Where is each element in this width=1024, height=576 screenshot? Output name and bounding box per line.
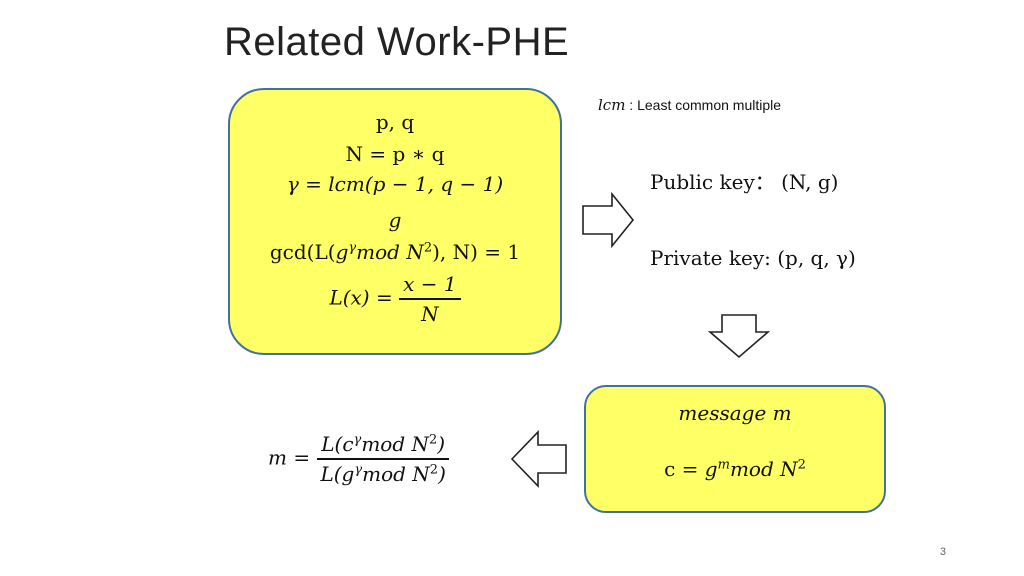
den-exponent-2: 2 <box>429 462 439 478</box>
num-exponent: γ <box>353 432 362 448</box>
encryption-box: message m c = gmmod N2 <box>584 385 886 513</box>
decryption-formula: m = L(cγmod N2) L(gγmod N2) <box>268 432 450 486</box>
setup-line-lx: L(x) = x − 1 N <box>230 272 560 326</box>
page-number: 3 <box>939 546 946 558</box>
key-setup-box: p, q N = p ∗ q γ = lcm(p − 1, q − 1) g g… <box>228 88 562 355</box>
cipher-line: c = gmmod N2 <box>586 457 884 481</box>
gcd-suffix: ), N) = 1 <box>432 240 521 264</box>
setup-line-gcd: gcd(L(gγmod N2), N) = 1 <box>230 240 560 264</box>
lx-fraction: x − 1 N <box>399 272 461 326</box>
cipher-g: g <box>704 457 718 481</box>
right-arrow-icon <box>582 191 635 249</box>
decrypt-numerator: L(cγmod N2) <box>317 432 450 460</box>
setup-line-n: N = p ∗ q <box>345 142 445 166</box>
lx-numerator: x − 1 <box>399 272 461 300</box>
lcm-description: : Least common multiple <box>625 97 782 113</box>
left-arrow-icon <box>510 430 567 488</box>
num-mod: mod N <box>361 432 429 456</box>
gcd-prefix: gcd(L( <box>269 240 336 264</box>
slide-title: Related Work-PHE <box>224 20 570 64</box>
den-mod: mod N <box>362 462 430 486</box>
down-arrow-icon <box>707 314 771 359</box>
den-post: ) <box>438 462 446 486</box>
gcd-exponent-2: 2 <box>423 240 433 256</box>
num-exponent-2: 2 <box>429 432 438 448</box>
gcd-mod: mod N <box>356 240 424 264</box>
decrypt-lhs: m = <box>268 445 311 470</box>
den-pre: L(g <box>320 462 355 486</box>
lx-lhs: L(x) = <box>329 285 393 310</box>
setup-line-pq: p, q <box>375 110 415 134</box>
setup-line-gamma: γ = lcm(p − 1, q − 1) <box>286 172 504 196</box>
decrypt-denominator: L(gγmod N2) <box>316 460 449 486</box>
cipher-exponent-2: 2 <box>797 457 806 473</box>
cipher-mod: mod N <box>729 457 798 481</box>
setup-line-g: g <box>388 208 402 232</box>
decrypt-fraction: L(cγmod N2) L(gγmod N2) <box>316 432 450 486</box>
message-line: message m <box>678 401 792 425</box>
num-pre: L(c <box>321 432 354 456</box>
lcm-note: lcm : Least common multiple <box>598 96 781 114</box>
num-post: ) <box>437 432 446 456</box>
lcm-variable: lcm <box>598 96 626 114</box>
lx-denominator: N <box>421 302 439 326</box>
private-key-label: Private key: (p, q, γ) <box>650 246 856 270</box>
public-key-label: Public key： (N, g) <box>650 170 839 194</box>
cipher-exponent: m <box>717 457 730 473</box>
gcd-exponent: γ <box>348 240 357 256</box>
gcd-g: g <box>335 240 349 264</box>
cipher-prefix: c = <box>664 457 705 481</box>
den-exponent: γ <box>354 462 363 478</box>
